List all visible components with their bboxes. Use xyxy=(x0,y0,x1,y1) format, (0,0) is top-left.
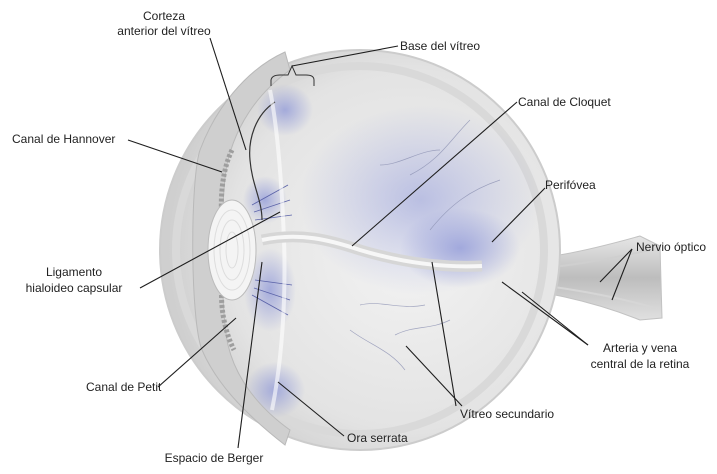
label-perifovea: Perifóvea xyxy=(545,178,596,192)
label-espacio-berger: Espacio de Berger xyxy=(165,451,264,465)
label-vitreo-secundario: Vítreo secundario xyxy=(460,407,554,421)
label-corteza-line2: anterior del vítreo xyxy=(117,24,211,38)
label-canal-petit: Canal de Petit xyxy=(86,380,162,394)
label-ora-serrata: Ora serrata xyxy=(347,431,408,445)
label-base-vitreo: Base del vítreo xyxy=(400,39,480,53)
label-canal-cloquet: Canal de Cloquet xyxy=(518,95,611,109)
label-ligamento-line1: Ligamento xyxy=(46,265,102,279)
label-ligamento-line2: hialoideo capsular xyxy=(26,281,123,295)
label-arteria-line1: Arteria y vena xyxy=(603,341,677,355)
label-canal-hannover: Canal de Hannover xyxy=(12,132,115,146)
label-nervio-optico: Nervio óptico xyxy=(636,240,706,254)
label-arteria-line2: central de la retina xyxy=(591,357,690,371)
lens xyxy=(208,200,256,300)
label-corteza-line1: Corteza xyxy=(143,9,185,23)
